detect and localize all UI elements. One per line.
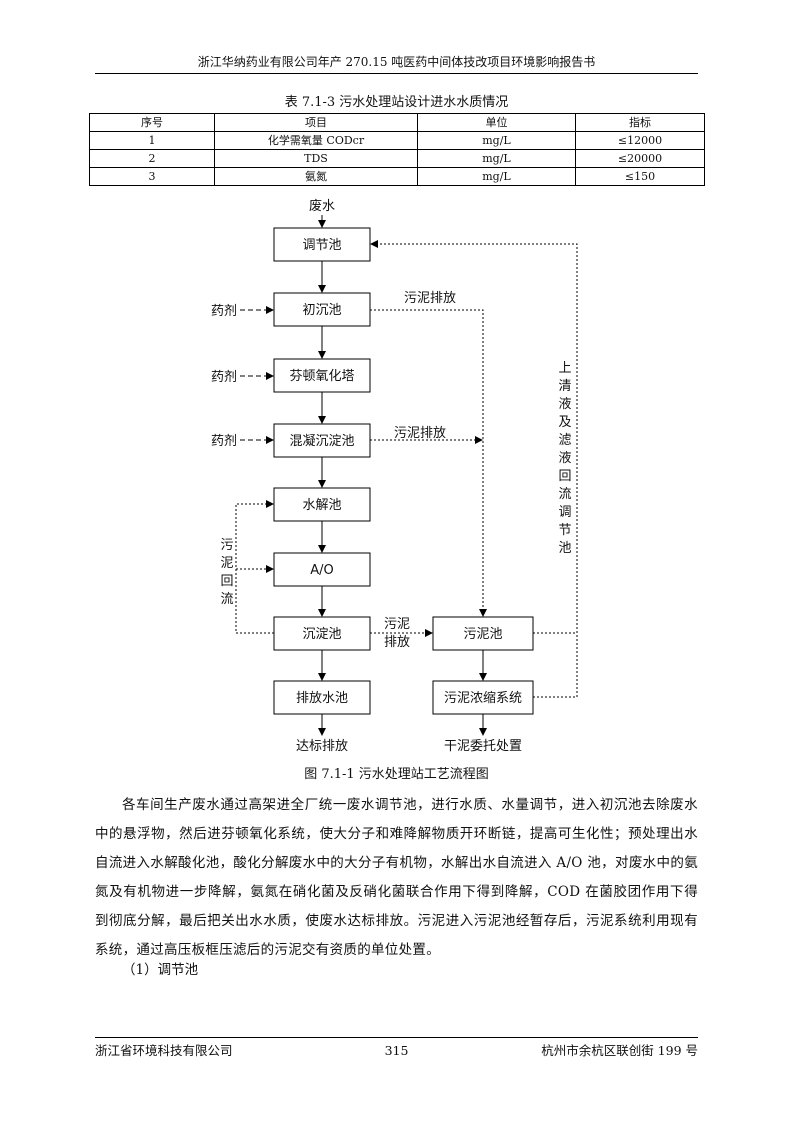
box-fenton [273,358,371,393]
label-sludge-out-2: 污泥排放 [394,426,446,441]
label-return-right-4: 及 [558,415,571,430]
header-rule [95,73,698,74]
running-header: 浙江华纳药业有限公司年产 270.15 吨医药中间体技改项目环境影响报告书 [197,55,596,69]
table-row: 2 TDS mg/L ≤20000 [89,149,705,168]
col-header: 项目 [214,113,418,132]
label-return-left-4: 流 [220,592,233,607]
col-header: 指标 [575,113,705,132]
box-tiaojie [273,227,371,262]
label-ao: A/O [310,563,334,578]
box-paifang [273,680,371,715]
label-sludge-out-1: 污泥排放 [404,291,456,306]
label-input-wastewater: 废水 [309,198,335,214]
label-return-right-1: 上 [558,361,571,376]
label-sludge-out-3b: 排放 [384,635,410,650]
label-return-right-10: 节 [558,523,571,538]
table-cell: TDS [214,149,418,168]
label-return-left-3: 回 [220,574,233,589]
footer-company: 浙江省环境科技有限公司 [95,1043,233,1058]
footer-page-number: 315 [384,1043,409,1058]
label-chuchen: 初沉池 [302,303,341,318]
label-sludge-out-3a: 污泥 [384,617,410,632]
table-cell: 化学需氧量 CODcr [214,131,418,150]
table-cell: 1 [89,131,215,150]
label-chem-1: 药剂 [211,304,237,319]
label-return-right-3: 液 [558,397,571,412]
table-row: 3 氨氮 mg/L ≤150 [89,167,705,186]
label-nongsuo: 污泥浓缩系统 [444,690,522,706]
figure-caption: 图 7.1-1 污水处理站工艺流程图 [304,767,489,782]
label-fenton: 芬顿氧化塔 [289,369,354,384]
footer-address: 杭州市余杭区联创街 199 号 [541,1043,698,1058]
label-chem-3: 药剂 [211,434,237,449]
col-header: 序号 [89,113,215,132]
table-cell: 3 [89,167,215,186]
line-return-tiaojie [370,240,578,698]
table-cell: ≤12000 [575,131,705,150]
label-chem-2: 药剂 [211,370,237,385]
body-paragraph: 各车间生产废水通过高架进全厂统一废水调节池，进行水质、水量调节，进入初沉池去除废… [95,797,698,958]
label-return-right-6: 液 [558,451,571,466]
label-out-water: 达标排放 [296,739,348,754]
table-header-row: 序号 项目 单位 指标 [89,113,705,132]
label-paifang: 排放水池 [296,691,348,706]
label-return-left-1: 污 [220,538,233,553]
col-header: 单位 [417,113,576,132]
label-chendian: 沉淀池 [302,627,341,642]
table-cell: 氨氮 [214,167,418,186]
line-sludge-return-shuijie [235,500,274,634]
process-flow-diagram: 调节池 初沉池 芬顿氧化塔 混凝沉淀池 水解池 A/O 沉淀池 排放水池 污泥池… [211,198,578,754]
label-return-right-2: 清 [558,379,571,394]
table-cell: 2 [89,149,215,168]
box-ao [273,552,371,587]
label-return-left-2: 泥 [220,556,233,571]
table-cell: mg/L [417,167,576,186]
table-caption: 表 7.1-3 污水处理站设计进水水质情况 [284,95,509,110]
table-cell: ≤20000 [575,149,705,168]
label-return-right-7: 回 [558,469,571,484]
table-cell: mg/L [417,131,576,150]
line-sludge-chuchen [370,309,487,617]
box-nongsuo [432,680,534,715]
label-return-right-11: 池 [558,541,571,556]
label-hunning: 混凝沉淀池 [289,433,354,449]
label-wuni: 污泥池 [463,627,502,642]
footer-rule [95,1037,698,1038]
section-subheading: （1）调节池 [122,962,199,978]
label-return-right-5: 滤 [558,433,571,448]
label-tiaojie: 调节池 [302,238,341,253]
label-return-right-9: 调 [558,505,571,520]
box-chuchen [273,292,371,327]
label-return-right-8: 流 [558,487,571,502]
table-cell: ≤150 [575,167,705,186]
label-out-sludge: 干泥委托处置 [444,739,522,754]
table-cell: mg/L [417,149,576,168]
label-shuijie: 水解池 [302,498,341,513]
table-row: 1 化学需氧量 CODcr mg/L ≤12000 [89,131,705,150]
water-quality-table: 序号 项目 单位 指标 1 化学需氧量 CODcr mg/L ≤12000 2 … [89,113,705,186]
